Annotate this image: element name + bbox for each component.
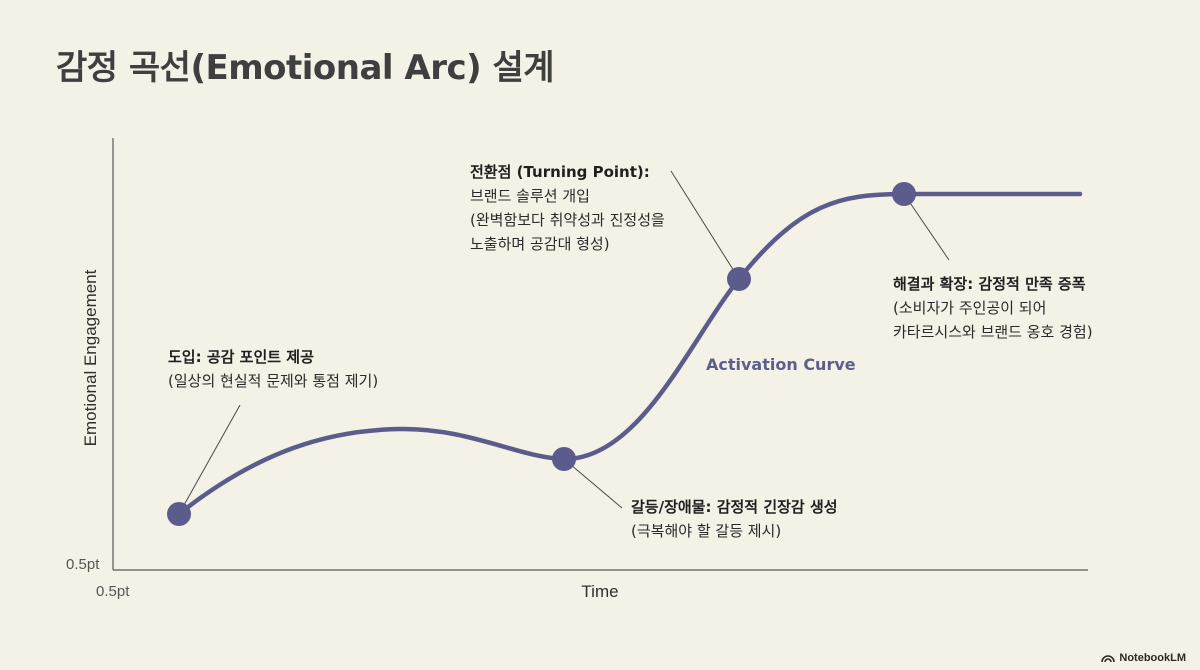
annotation-intro-title: 도입: 공감 포인트 제공 [168, 348, 314, 366]
annotation-turning-line-3: 노출하며 공감대 형성) [470, 235, 610, 253]
annotation-turning-line-2: (완벽함보다 취약성과 진정성을 [470, 211, 665, 229]
notebooklm-watermark: NotebookLM [1101, 652, 1186, 664]
page-title: 감정 곡선(Emotional Arc) 설계 [56, 48, 555, 88]
y-origin-label: 0.5pt [66, 556, 100, 573]
milestone-point-turning [727, 267, 751, 291]
milestone-point-intro [167, 502, 191, 526]
annotation-resolution-line-1: (소비자가 주인공이 되어 [893, 299, 1047, 317]
annotation-turning-title: 전환점 (Turning Point): [470, 163, 650, 181]
annotation-conflict-title: 갈등/장애물: 감정적 긴장감 생성 [631, 498, 838, 516]
milestone-point-resolution [892, 182, 916, 206]
annotation-intro: 도입: 공감 포인트 제공 (일상의 현실적 문제와 통점 제기) [168, 345, 378, 393]
y-axis-label: Emotional Engagement [81, 269, 100, 446]
x-axis-label: Time [581, 582, 618, 601]
annotation-turning-line-1: 브랜드 솔루션 개입 [470, 187, 590, 205]
x-origin-label: 0.5pt [96, 583, 130, 600]
annotation-resolution: 해결과 확장: 감정적 만족 증폭 (소비자가 주인공이 되어 카타르시스와 브… [893, 272, 1093, 344]
leader-line-conflict [563, 458, 623, 509]
brand-label: NotebookLM [1119, 652, 1186, 664]
annotation-resolution-title: 해결과 확장: 감정적 만족 증폭 [893, 275, 1086, 293]
leader-line-turning [670, 170, 740, 280]
milestone-point-conflict [552, 447, 576, 471]
annotation-turning-point: 전환점 (Turning Point): 브랜드 솔루션 개입 (완벽함보다 취… [470, 160, 665, 256]
curve-label: Activation Curve [706, 355, 856, 374]
leader-line-resolution [903, 193, 950, 261]
annotation-conflict: 갈등/장애물: 감정적 긴장감 생성 (극복해야 할 갈등 제시) [631, 495, 838, 543]
annotation-conflict-desc: (극복해야 할 갈등 제시) [631, 522, 782, 540]
annotation-resolution-line-2: 카타르시스와 브랜드 옹호 경험) [893, 323, 1093, 341]
notebooklm-logo-icon [1101, 655, 1116, 663]
annotation-intro-desc: (일상의 현실적 문제와 통점 제기) [168, 372, 379, 390]
leader-line-intro [178, 404, 241, 515]
